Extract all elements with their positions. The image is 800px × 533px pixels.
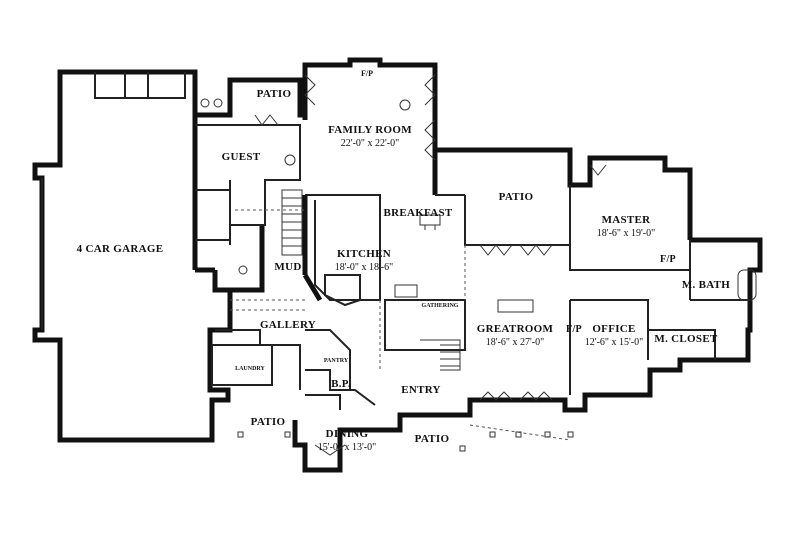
garage-label: 4 CAR GARAGE (77, 243, 164, 255)
greatroom-dims: 18'-6" x 27'-0" (486, 337, 544, 348)
room-labels: 4 CAR GARAGE PATIO F/P FAMILY ROOM 22'-0… (77, 69, 730, 453)
master-label: MASTER (602, 214, 652, 226)
kitchen-dims: 18'-0" x 18'-6" (335, 262, 393, 273)
patio-front-label: PATIO (415, 433, 450, 445)
family-room-label: FAMILY ROOM (328, 124, 412, 136)
master-dims: 18'-6" x 19'-0" (597, 228, 655, 239)
pantry-label: PANTRY (324, 358, 349, 364)
kitchen-label: KITCHEN (337, 248, 391, 260)
office-dims: 12'-6" x 15'-0" (585, 337, 643, 348)
gallery-label: GALLERY (260, 319, 316, 331)
patio-left-label: PATIO (251, 416, 286, 428)
patio-top-label: PATIO (257, 88, 292, 100)
doors-windows (200, 74, 757, 456)
exterior-walls (32, 57, 763, 473)
mud-label: MUD (274, 261, 301, 273)
guest-label: GUEST (222, 151, 261, 163)
laundry-label: LAUNDRY (235, 366, 265, 372)
family-room-dims: 22'-0" x 22'-0" (341, 138, 399, 149)
mcloset-label: M. CLOSET (654, 333, 718, 345)
breakfast-label: BREAKFAST (383, 207, 452, 219)
bp-label: B.P. (331, 378, 351, 390)
office-label: OFFICE (592, 323, 635, 335)
interior-walls (195, 124, 748, 441)
dining-dims: 15'-0" x 13'-0" (318, 442, 376, 453)
greatroom-fp-label: F/P (566, 324, 582, 335)
greatroom-label: GREATROOM (477, 323, 554, 335)
family-fp-label: F/P (361, 69, 373, 78)
gathering-label: GATHERING (422, 303, 459, 309)
entry-label: ENTRY (401, 384, 441, 396)
dining-label: DINING (326, 428, 369, 440)
master-fp-label: F/P (660, 254, 676, 265)
mbath-label: M. BATH (682, 279, 730, 291)
patio-mid-label: PATIO (499, 191, 534, 203)
